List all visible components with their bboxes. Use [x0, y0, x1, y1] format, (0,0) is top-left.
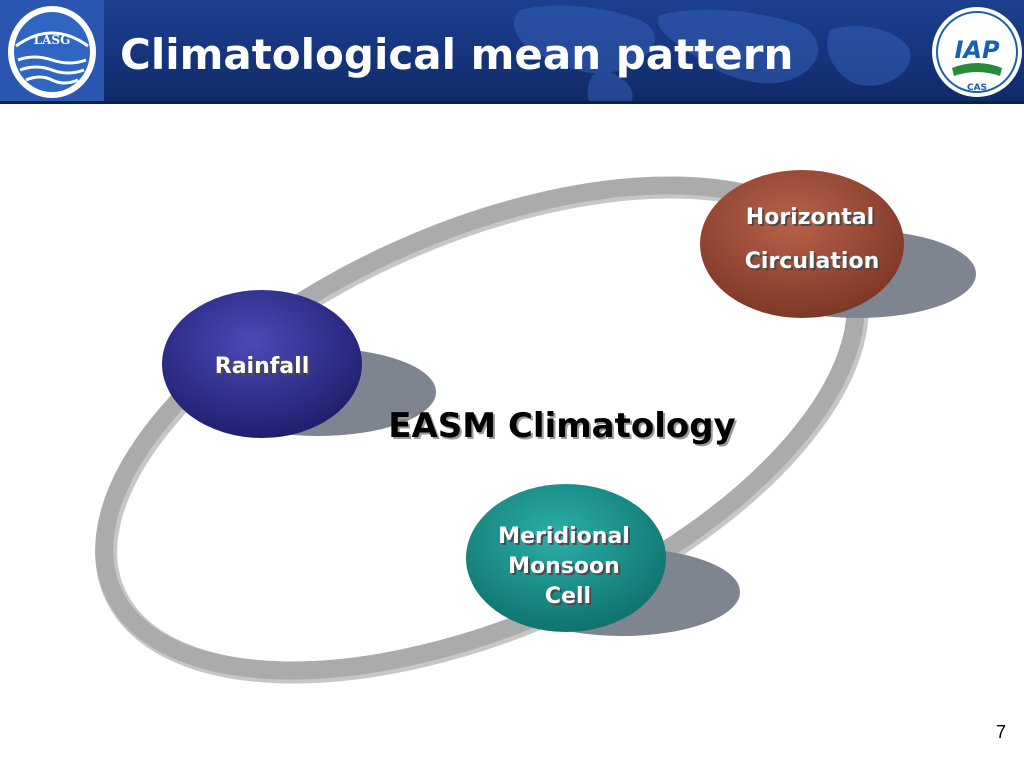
meridional-label-line1: Meridional	[498, 524, 630, 549]
rainfall-node	[162, 290, 362, 438]
meridional-monsoon-cell-node	[466, 484, 666, 632]
meridional-label-shadow: Meridional	[500, 526, 632, 551]
world-map-background	[513, 5, 911, 104]
slide-title: Climatological mean pattern	[120, 30, 794, 79]
monsoon-label-shadow: Monsoon	[510, 556, 622, 581]
center-label: EASM Climatology	[388, 406, 735, 446]
header-divider	[0, 101, 1024, 104]
circulation-label-shadow: Circulation	[747, 251, 881, 276]
horizontal-label-line2: Circulation	[745, 249, 879, 274]
horizontal-circulation-node	[700, 170, 904, 318]
iap-logo-icon: IAP CAS	[932, 7, 1022, 97]
lasg-logo: LASG	[0, 0, 104, 104]
meridional-label-line3: Cell	[545, 584, 591, 609]
lasg-logo-icon: LASG	[8, 6, 96, 98]
rainfall-label: Rainfall	[215, 354, 310, 379]
iap-logo-text: IAP	[954, 36, 1000, 64]
easm-cycle-diagram: Rainfall Rainfall Horizontal Horizontal …	[95, 170, 976, 684]
horizontal-label-line1: Horizontal	[746, 205, 874, 230]
meridional-label-line2: Monsoon	[508, 554, 620, 579]
horizontal-label-shadow: Horizontal	[748, 207, 876, 232]
page-number: 7	[996, 722, 1007, 742]
iap-logo: IAP CAS	[930, 2, 1024, 102]
center-label-shadow: EASM Climatology	[390, 408, 737, 448]
cell-label-shadow: Cell	[547, 586, 593, 611]
iap-logo-subtext: CAS	[967, 83, 987, 93]
lasg-logo-text: LASG	[34, 33, 71, 47]
slide-header: LASG Climatological mean pattern IAP CAS	[0, 0, 1024, 104]
rainfall-label-shadow: Rainfall	[217, 356, 312, 381]
